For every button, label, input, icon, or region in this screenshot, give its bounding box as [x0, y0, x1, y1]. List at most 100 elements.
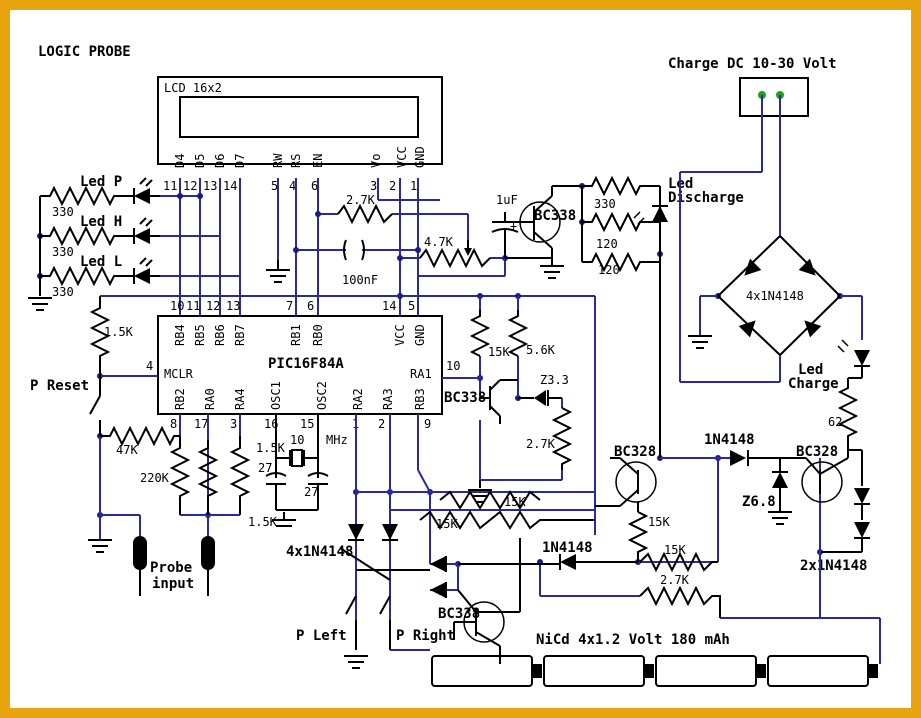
led-p-label: Led P [80, 174, 122, 190]
battery-label: NiCd 4x1.2 Volt 180 mAh [536, 632, 730, 648]
resistor-2-7k-top: 2.7K [346, 193, 376, 207]
lcd-pin-numbers: 11 12 13 14 5 4 6 3 2 1 [163, 179, 417, 193]
led-p-icon [133, 177, 160, 204]
mcu-pinnum-2: 2 [378, 417, 385, 431]
schematic-frame: LOGIC PROBE LCD 16x2 D4 D5 D6 D7 RW RS E… [10, 10, 911, 708]
lower-wires [355, 414, 881, 664]
resistor-220k: 220K [140, 471, 170, 485]
cap-100nf: 100nF [342, 273, 378, 287]
led-discharge-label-2: Discharge [668, 190, 744, 206]
mcu-pinnum-5: 5 [408, 299, 415, 313]
contrast-parts [266, 203, 491, 283]
mcu-pinnum-ra1: 10 [446, 359, 460, 373]
resistor-330-discharge: 330 [594, 197, 616, 211]
resistor-330-l: 330 [52, 285, 74, 299]
bc328-right-label: BC328 [796, 444, 838, 460]
mcu-pin-rb6: RB6 [213, 324, 227, 346]
resistor-15k-b: 15K [504, 495, 526, 509]
p-right-label: P Right [396, 628, 455, 644]
mcu-pin-rb0: RB0 [311, 324, 325, 346]
lower-parts [339, 450, 849, 669]
charge-connector [739, 77, 809, 117]
mcu-pin-osc1: OSC1 [269, 381, 283, 410]
lcd-module: LCD 16x2 D4 D5 D6 D7 RW RS EN Vo VCC GND… [157, 76, 443, 193]
mcu-pin-rb5: RB5 [193, 324, 207, 346]
mcu-pinnum-12: 12 [206, 299, 220, 313]
cap-27-b: 27 [304, 485, 318, 499]
schematic-canvas: LOGIC PROBE LCD 16x2 D4 D5 D6 D7 RW RS E… [28, 44, 881, 687]
lcd-pinnum-3: 3 [370, 179, 377, 193]
mcu-pin-rb1: RB1 [289, 324, 303, 346]
mcu-pinnum-7: 7 [286, 299, 293, 313]
cap-27-a: 27 [258, 461, 272, 475]
zener-3-3: Z3.3 [540, 373, 569, 387]
resistor-1-5k-b: 1.5K [248, 515, 278, 529]
led-charge-label-2: Charge [788, 376, 839, 392]
probe-label-1: Probe [150, 560, 192, 576]
resistor-330-p: 330 [52, 205, 74, 219]
led-l-label: Led L [80, 254, 122, 270]
resistor-15k-c: 15K [436, 517, 458, 531]
battery-pack-icon [431, 655, 878, 687]
lcd-pin-d6: D6 [213, 154, 227, 168]
mcu-pin-ra2: RA2 [351, 388, 365, 410]
pic-mcu: PIC16F84A 10 11 12 13 7 6 14 5 RB4 RB5 R… [146, 299, 460, 431]
resistor-4-7k: 4.7K [424, 235, 454, 249]
p-left-label: P Left [296, 628, 347, 644]
resistor-15k-d: 15K [648, 515, 670, 529]
mcu-pinnum-10: 10 [170, 299, 184, 313]
resistor-15k-e: 15K [664, 543, 686, 557]
mcu-pinnum-3: 3 [230, 417, 237, 431]
schematic-title: LOGIC PROBE [38, 44, 131, 60]
lcd-pin-vcc: VCC [395, 146, 409, 168]
lcd-pinnum-4: 4 [289, 179, 296, 193]
mcu-pin-ra1: RA1 [410, 367, 432, 381]
mcu-pin-ra0: RA0 [203, 388, 217, 410]
resistor-2-7k-bot: 2.7K [660, 573, 690, 587]
mcu-pin-rb2: RB2 [173, 388, 187, 410]
lcd-pin-d7: D7 [233, 154, 247, 168]
mcu-pin-vcc: VCC [393, 324, 407, 346]
cap-1uf-and-bc338-top [491, 185, 582, 279]
discharge-parts [581, 175, 668, 458]
ra1-wires [442, 296, 596, 535]
mcu-pinnum-9: 9 [424, 417, 431, 431]
bc328-left-label: BC328 [614, 444, 656, 460]
led-h-icon [133, 217, 160, 244]
lcd-label: LCD 16x2 [164, 81, 222, 95]
diode-1n4148-top: 1N4148 [704, 432, 755, 448]
lcd-pinnum-12: 12 [183, 179, 197, 193]
probe-label-2: input [152, 576, 194, 592]
lcd-pin-d5: D5 [193, 154, 207, 168]
mcu-pinnum-17: 17 [194, 417, 208, 431]
oscillator [265, 414, 329, 527]
probe-input-icon [133, 536, 215, 596]
led-l-icon [133, 257, 160, 284]
mcu-pin-rb4: RB4 [173, 324, 187, 346]
led-group-left: Led P Led H Led L 330 330 330 [28, 174, 160, 311]
lcd-pinnum-5: 5 [271, 179, 278, 193]
lcd-pin-d4: D4 [173, 154, 187, 168]
mcu-pin-ra3: RA3 [381, 388, 395, 410]
ra1-parts [468, 310, 573, 503]
bc338-top-label: BC338 [534, 208, 576, 224]
mcu-label: PIC16F84A [268, 356, 344, 372]
crystal-value: 10 [290, 433, 304, 447]
mcu-pinnum-8: 8 [170, 417, 177, 431]
lcd-pin-vo: Vo [369, 154, 383, 168]
mcu-pinnum-13: 13 [226, 299, 240, 313]
mcu-pin-mclr: MCLR [164, 367, 194, 381]
charge-input-label: Charge DC 10-30 Volt [668, 56, 837, 72]
cap-plus: + [510, 219, 517, 233]
lcd-pin-gnd: GND [413, 146, 427, 168]
resistor-15k-a: 15K [488, 345, 510, 359]
diodes-4x1n4148-clamp: 4x1N4148 [286, 544, 353, 560]
lcd-pinnum-13: 13 [203, 179, 217, 193]
mcu-pin-rb3: RB3 [413, 388, 427, 410]
crystal-unit: MHz [326, 433, 348, 447]
resistor-2-7k-mid: 2.7K [526, 437, 556, 451]
bc338-bottom-label: BC338 [438, 606, 480, 622]
diodes-2x1n4148: 2x1N4148 [800, 558, 867, 574]
lcd-pinnum-14: 14 [223, 179, 237, 193]
led-h-label: Led H [80, 214, 122, 230]
